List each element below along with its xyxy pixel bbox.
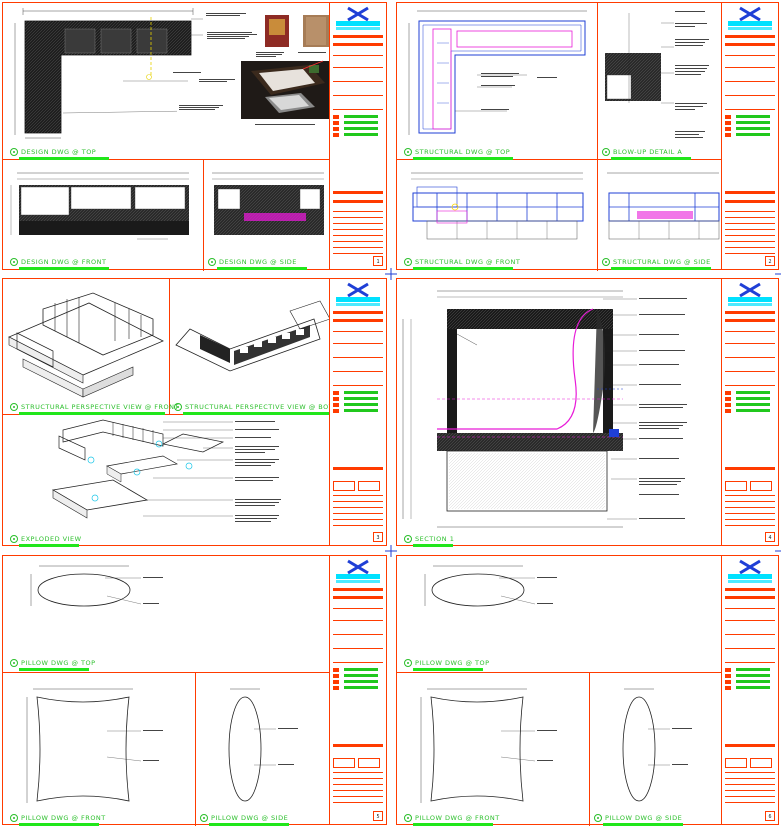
- sheet-index: 2: [765, 256, 775, 266]
- company-logo-icon: [347, 6, 369, 22]
- view-title: DESIGN DWG @ SIDE: [205, 256, 297, 268]
- view-marker-icon: [174, 403, 182, 411]
- company-logo-icon: [739, 559, 761, 575]
- view-marker-icon: [10, 258, 18, 266]
- view-title: DESIGN DWG @ TOP: [7, 146, 96, 158]
- sheet-index: 5: [373, 811, 383, 821]
- design-top-drawing: [14, 8, 329, 139]
- view-title: STRUCTURAL DWG @ TOP: [401, 146, 510, 158]
- company-logo-icon: [739, 282, 761, 298]
- view-marker-icon: [594, 814, 602, 822]
- pillow-top-drawing: [30, 565, 163, 607]
- view-title: EXPLODED VIEW: [7, 533, 82, 545]
- view-marker-icon: [404, 659, 412, 667]
- company-logo-icon: [347, 559, 369, 575]
- view-marker-icon: [404, 148, 412, 156]
- sheet-index: 6: [765, 811, 775, 821]
- structural-side-drawing: [607, 172, 720, 240]
- view-marker-icon: [10, 403, 18, 411]
- view-marker-icon: [404, 535, 412, 543]
- blowup-detail-drawing: [605, 11, 709, 138]
- pillow-side-drawing: [228, 688, 298, 802]
- title-block: 5: [329, 556, 386, 824]
- perspective-bottom-drawing: [175, 300, 331, 372]
- title-block: 2: [721, 3, 778, 269]
- title-block: 6: [721, 556, 778, 824]
- pillow-top-drawing: [424, 565, 557, 607]
- sheet-structural: STRUCTURAL DWG @ TOP BLOW-UP DETAIL A ST…: [396, 2, 779, 271]
- view-title: PILLOW DWG @ SIDE: [591, 812, 682, 824]
- design-front-drawing: [10, 172, 189, 240]
- view-title: PILLOW DWG @ TOP: [7, 657, 96, 669]
- structural-front-drawing: [411, 172, 584, 240]
- view-marker-icon: [602, 258, 610, 266]
- company-logo-icon: [347, 282, 369, 298]
- view-title: PILLOW DWG @ FRONT: [401, 812, 500, 824]
- view-marker-icon: [10, 814, 18, 822]
- sheet-pillow-a: PILLOW DWG @ TOP PILLOW DWG @ FRONT PILL…: [2, 555, 387, 826]
- sheet-design: DESIGN DWG @ TOP DESIGN DWG @ FRONT DESI…: [2, 2, 387, 271]
- view-marker-icon: [602, 148, 610, 156]
- view-title: DESIGN DWG @ FRONT: [7, 256, 106, 268]
- view-title: STRUCTURAL PERSPECTIVE VIEW @ BOTTOM: [171, 401, 349, 413]
- section-drawing: [402, 290, 687, 528]
- view-title: PILLOW DWG @ TOP: [401, 657, 490, 669]
- sheet-perspective: STRUCTURAL PERSPECTIVE VIEW @ FRONT STRU…: [2, 278, 387, 547]
- sheet-index: 3: [373, 532, 383, 542]
- pillow-front-drawing: [26, 688, 163, 803]
- sheet-section: SECTION 1 4: [396, 278, 779, 547]
- view-title: PILLOW DWG @ FRONT: [7, 812, 106, 824]
- view-marker-icon: [404, 814, 412, 822]
- design-side-drawing: [212, 172, 324, 235]
- sheet-index: 1: [373, 256, 383, 266]
- view-title: BLOW-UP DETAIL A: [599, 146, 682, 158]
- title-block: 1: [329, 3, 386, 269]
- pillow-side-drawing: [622, 688, 692, 802]
- view-marker-icon: [10, 535, 18, 543]
- view-marker-icon: [10, 659, 18, 667]
- view-title: PILLOW DWG @ SIDE: [197, 812, 288, 824]
- sheet-index: 4: [765, 532, 775, 542]
- view-marker-icon: [200, 814, 208, 822]
- view-title: STRUCTURAL PERSPECTIVE VIEW @ FRONT: [7, 401, 179, 413]
- title-block: 4: [721, 279, 778, 545]
- view-marker-icon: [208, 258, 216, 266]
- view-title: STRUCTURAL DWG @ FRONT: [401, 256, 520, 268]
- company-logo-icon: [739, 6, 761, 22]
- structural-top-drawing: [408, 10, 587, 135]
- title-block: 3: [329, 279, 386, 545]
- sheet-pillow-b: PILLOW DWG @ TOP PILLOW DWG @ FRONT PILL…: [396, 555, 779, 826]
- perspective-front-drawing: [8, 292, 164, 398]
- view-marker-icon: [404, 258, 412, 266]
- view-marker-icon: [10, 148, 18, 156]
- view-title: SECTION 1: [401, 533, 454, 545]
- exploded-view-drawing: [51, 419, 281, 522]
- view-title: STRUCTURAL DWG @ SIDE: [599, 256, 711, 268]
- pillow-front-drawing: [420, 688, 557, 803]
